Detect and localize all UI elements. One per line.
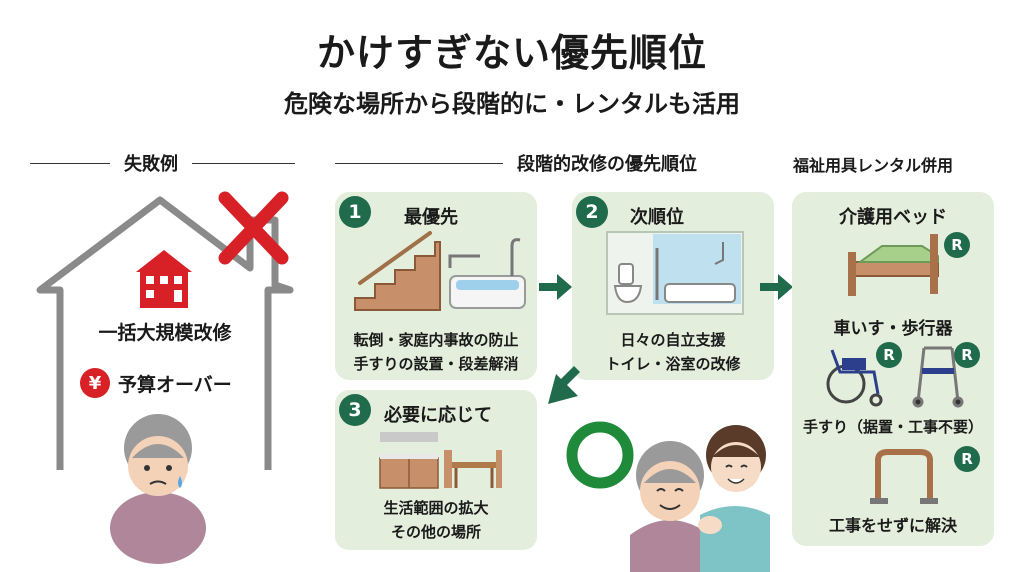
- toilet-icon: [613, 263, 643, 304]
- arrow-down-left-icon: [548, 366, 580, 404]
- care-bed-illustration: [848, 234, 939, 296]
- step3-line1: 生活範囲の拡大: [383, 499, 489, 517]
- step3-desc: 生活範囲の拡大 その他の場所: [335, 496, 537, 544]
- step2-number: 2: [576, 196, 608, 228]
- page-title: かけすぎない優先順位: [316, 31, 707, 75]
- page-subtitle: 危険な場所から段階的に・レンタルも活用: [284, 90, 740, 118]
- divider: [30, 162, 110, 164]
- step2-desc: 日々の自立支援 トイレ・浴室の改修: [572, 328, 774, 376]
- step1-line1: 転倒・家庭内事故の防止: [353, 331, 519, 349]
- priority-heading: 段階的改修の優先順位: [517, 154, 697, 175]
- step1-desc: 転倒・家庭内事故の防止 手すりの設置・段差解消: [335, 328, 537, 376]
- failure-item-over-budget: ¥ 予算オーバー: [80, 368, 232, 398]
- rental-bed-label: 介護用ベッド: [839, 207, 947, 228]
- wheelchair-walker-illustration: [826, 346, 964, 408]
- dining-table-icon: [444, 450, 502, 488]
- divider: [335, 162, 503, 164]
- step2-line2: トイレ・浴室の改修: [605, 355, 741, 373]
- rental-badge-wheelchair: R: [876, 342, 902, 368]
- arrow-right-icon: [760, 274, 793, 300]
- step2-title: 次順位: [630, 207, 684, 228]
- failure-item-large-renovation: 一括大規模改修: [98, 322, 232, 344]
- step1-title: 最優先: [404, 207, 458, 228]
- red-house-icon: [136, 250, 192, 308]
- over-budget-label: 予算オーバー: [118, 373, 232, 396]
- caregiver-scene-illustration: [566, 421, 770, 572]
- step1-line2: 手すりの設置・段差解消: [353, 355, 519, 373]
- step3-number: 3: [339, 394, 371, 426]
- wheelchair-icon: [826, 349, 883, 407]
- rental-badge-handrail: R: [954, 446, 980, 472]
- arrow-right-icon: [539, 274, 572, 300]
- toilet-bath-illustration: [606, 231, 744, 315]
- failure-heading: 失敗例: [124, 154, 178, 175]
- rental-badge-bed: R: [944, 232, 970, 258]
- care-bed-icon: [848, 234, 939, 296]
- failure-house-illustration: [36, 191, 294, 564]
- rental-heading: 福祉用具レンタル併用: [793, 156, 954, 175]
- worried-grandma-icon: [110, 414, 206, 564]
- kitchen-dining-illustration: [379, 432, 502, 489]
- walker-icon: [912, 346, 964, 408]
- shower-bath-icon: [655, 242, 736, 303]
- standing-handrail-illustration: [870, 449, 938, 504]
- kitchen-icon: [379, 432, 439, 489]
- happy-grandma-icon: [630, 441, 710, 572]
- rental-wheelchair-label: 車いす・歩行器: [833, 319, 953, 339]
- cross-mark-icon: [218, 191, 289, 265]
- bathtub-icon: [448, 238, 526, 309]
- ok-circle-icon: [566, 421, 634, 489]
- caregiver-icon: [698, 425, 770, 572]
- step2-line1: 日々の自立支援: [620, 331, 726, 349]
- rental-handrail-label: 手すり（据置・工事不要）: [802, 418, 983, 436]
- step3-line2: その他の場所: [390, 523, 481, 541]
- rental-badge-walker: R: [954, 342, 980, 368]
- stairs-bathtub-illustration: [354, 231, 526, 311]
- step1-number: 1: [339, 196, 371, 228]
- standing-handrail-icon: [870, 449, 938, 504]
- priority-heading-row: 段階的改修の優先順位: [335, 150, 775, 176]
- rental-footer: 工事をせずに解決: [828, 516, 957, 535]
- step3-title: 必要に応じて: [384, 405, 492, 426]
- divider: [192, 162, 295, 164]
- failure-heading-row: 失敗例: [30, 150, 295, 176]
- stairs-icon: [354, 231, 441, 311]
- yen-icon: ¥: [80, 368, 110, 398]
